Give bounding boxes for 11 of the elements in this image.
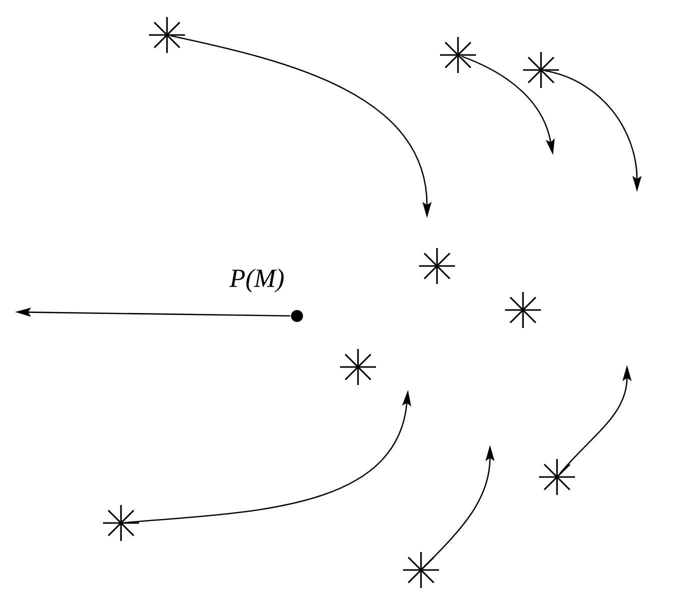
asterisk (419, 248, 455, 284)
asterisk (523, 52, 559, 88)
asterisk (403, 552, 439, 588)
point-label: P(M) (229, 268, 284, 292)
point (291, 310, 303, 322)
asterisk (539, 459, 575, 495)
asterisk (149, 17, 185, 53)
asterisk (340, 349, 376, 385)
asterisk (440, 37, 476, 73)
asterisk (505, 292, 541, 328)
asterisk (103, 505, 139, 541)
